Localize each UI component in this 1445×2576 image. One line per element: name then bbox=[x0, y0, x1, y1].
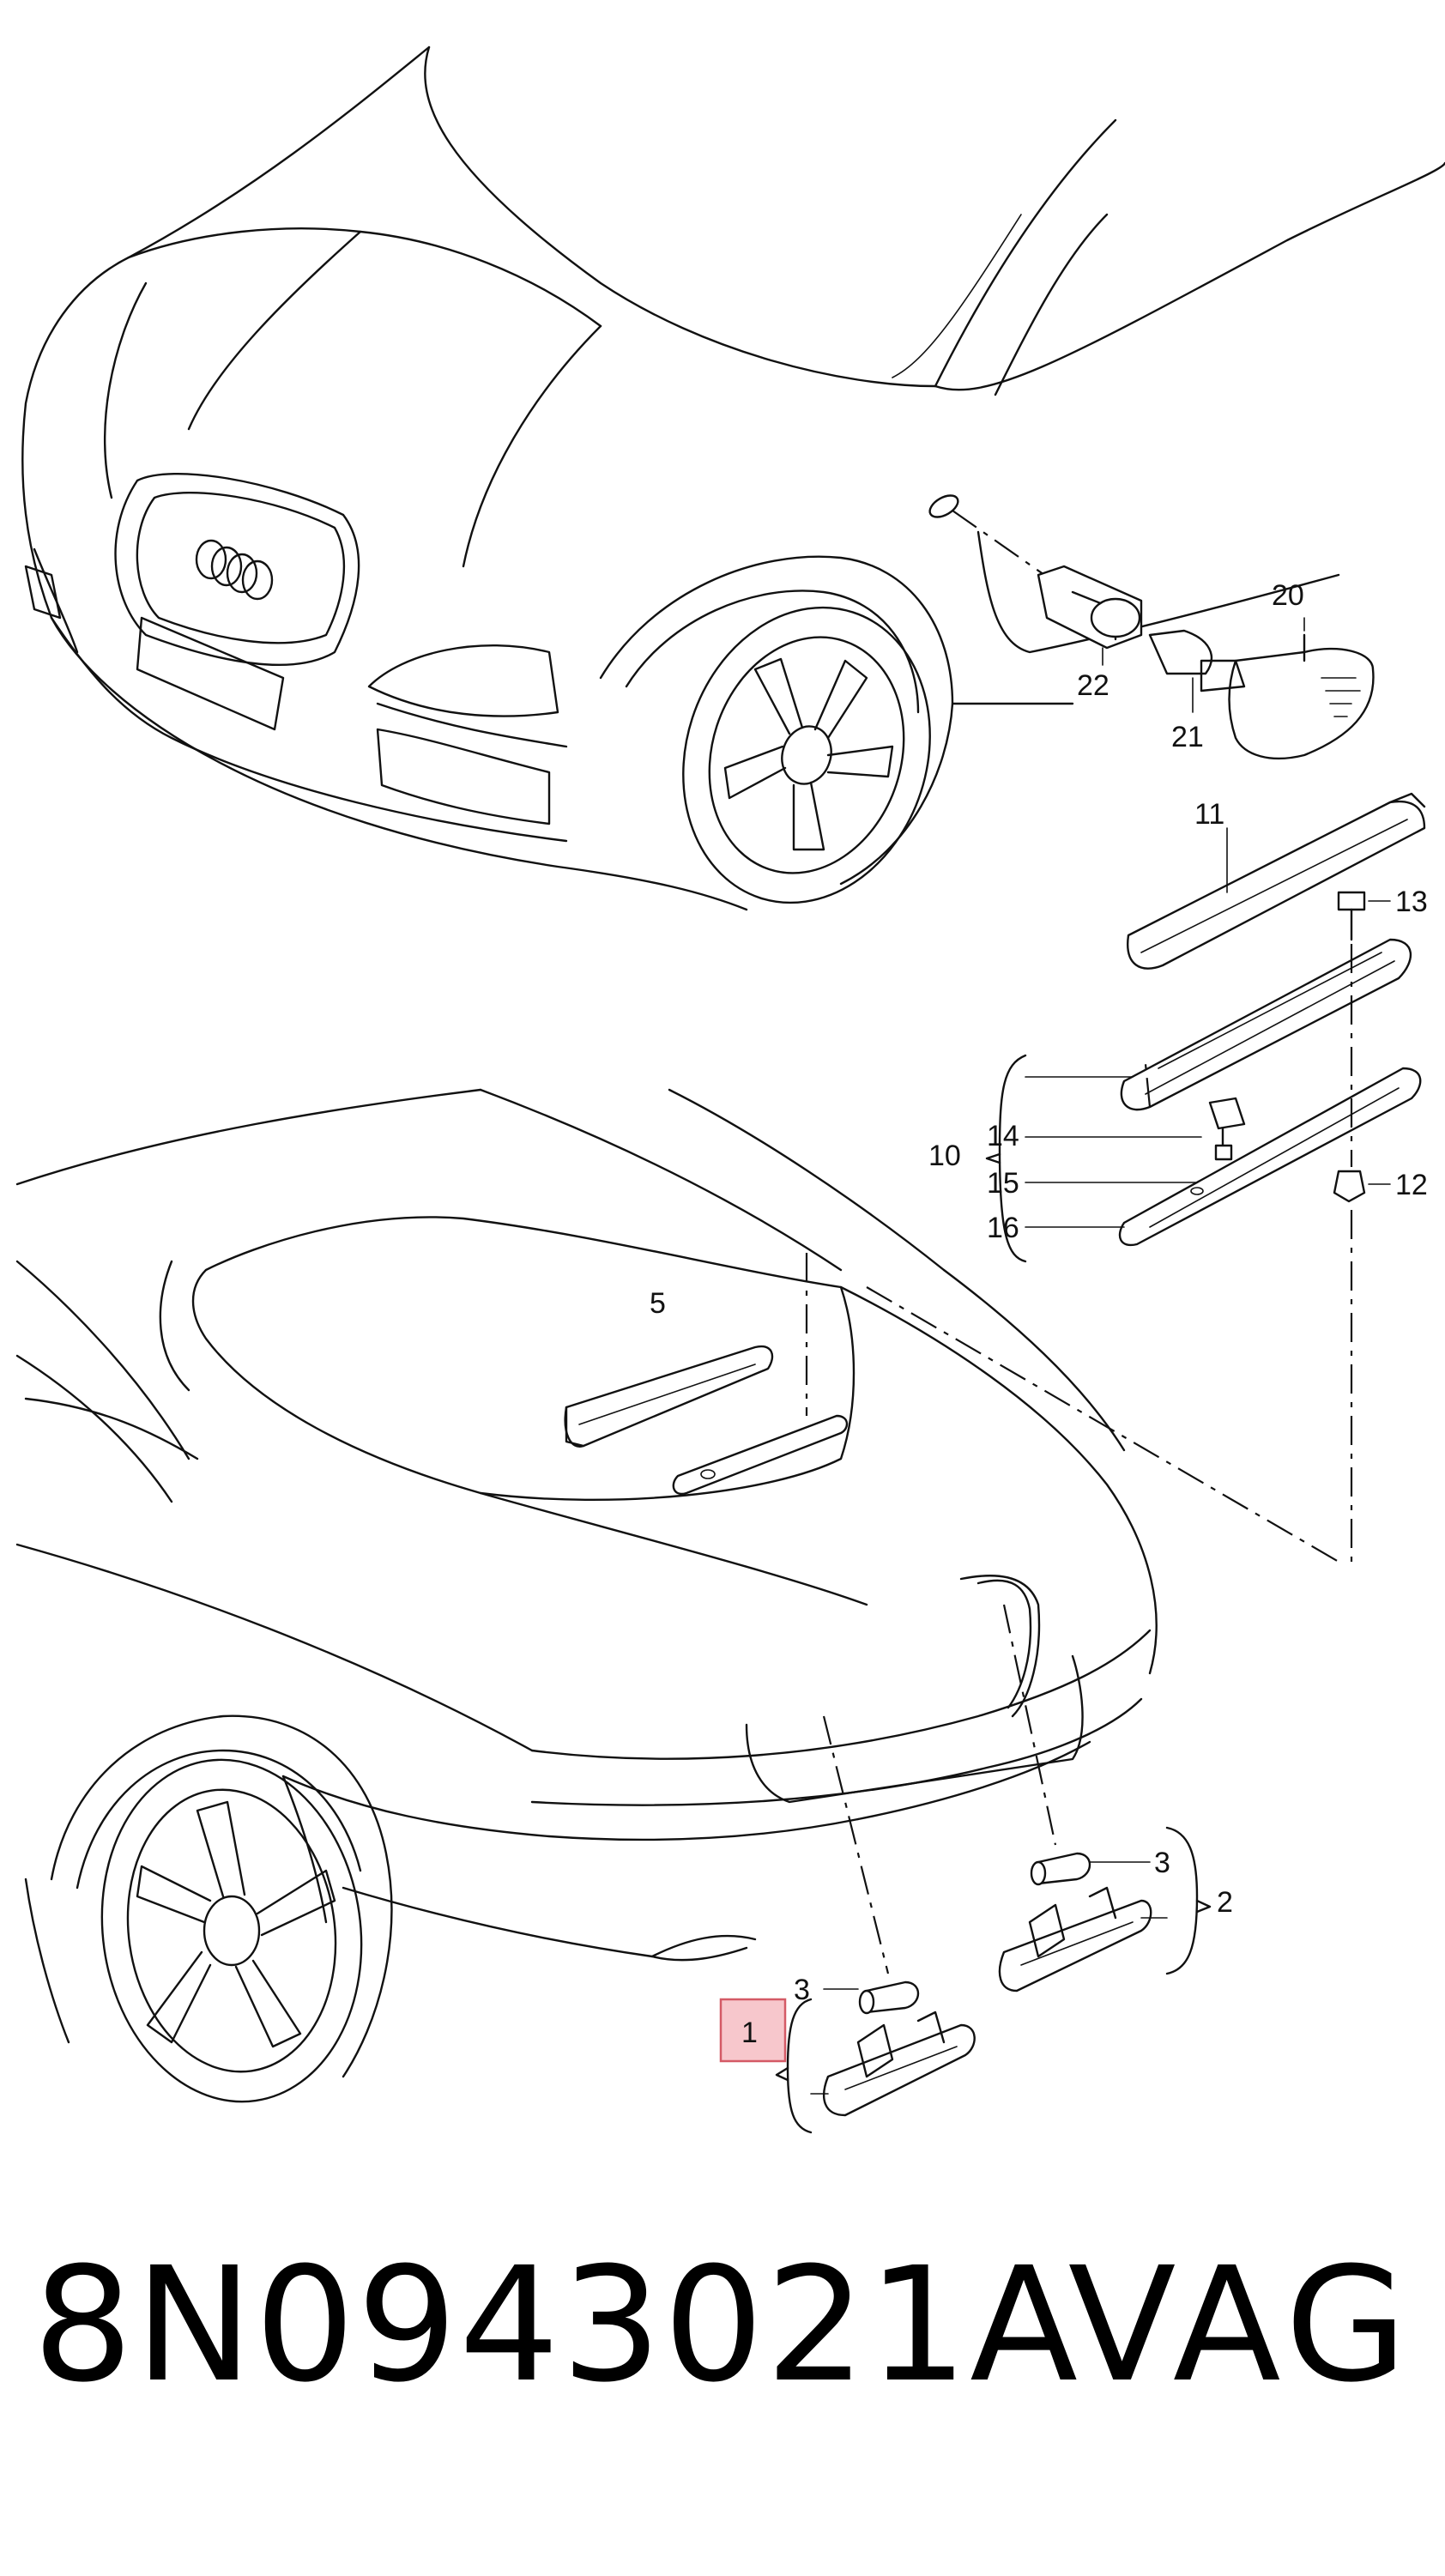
callout-13: 13 bbox=[1395, 886, 1428, 918]
third-brake-light-parts bbox=[985, 792, 1426, 1570]
callout-14: 14 bbox=[987, 1120, 1019, 1152]
callout-5: 5 bbox=[650, 1287, 666, 1320]
callout-3-lower: 3 bbox=[794, 1974, 810, 2006]
front-wheel bbox=[682, 606, 931, 904]
callout-3-upper: 3 bbox=[1154, 1847, 1170, 1879]
callout-15: 15 bbox=[987, 1167, 1019, 1200]
rear-wheel bbox=[100, 1758, 363, 2103]
callout-10: 10 bbox=[928, 1140, 961, 1172]
footer: 8N0943021A VAG bbox=[33, 2231, 1414, 2437]
brand-name: VAG bbox=[1067, 2234, 1414, 2417]
audi-rings-logo bbox=[195, 539, 274, 601]
front-car-illustration bbox=[21, 45, 1445, 911]
rear-car-illustration bbox=[15, 1088, 1339, 2103]
selected-part-highlight bbox=[719, 1998, 787, 2063]
callout-12: 12 bbox=[1395, 1169, 1428, 1201]
side-repeater-parts bbox=[952, 510, 1375, 760]
callout-labels: 1 2 3 3 5 10 11 12 13 14 15 16 20 21 22 bbox=[650, 579, 1428, 2049]
licence-plate-light-parts bbox=[775, 1604, 1212, 2134]
part-number: 8N0943021A bbox=[33, 2234, 1080, 2417]
callout-22: 22 bbox=[1077, 669, 1109, 702]
callout-20: 20 bbox=[1272, 579, 1304, 612]
callout-21: 21 bbox=[1171, 721, 1204, 753]
callout-1: 1 bbox=[741, 2017, 758, 2049]
callout-2: 2 bbox=[1217, 1886, 1233, 1919]
callout-11: 11 bbox=[1194, 798, 1224, 831]
callout-16: 16 bbox=[987, 1212, 1019, 1244]
